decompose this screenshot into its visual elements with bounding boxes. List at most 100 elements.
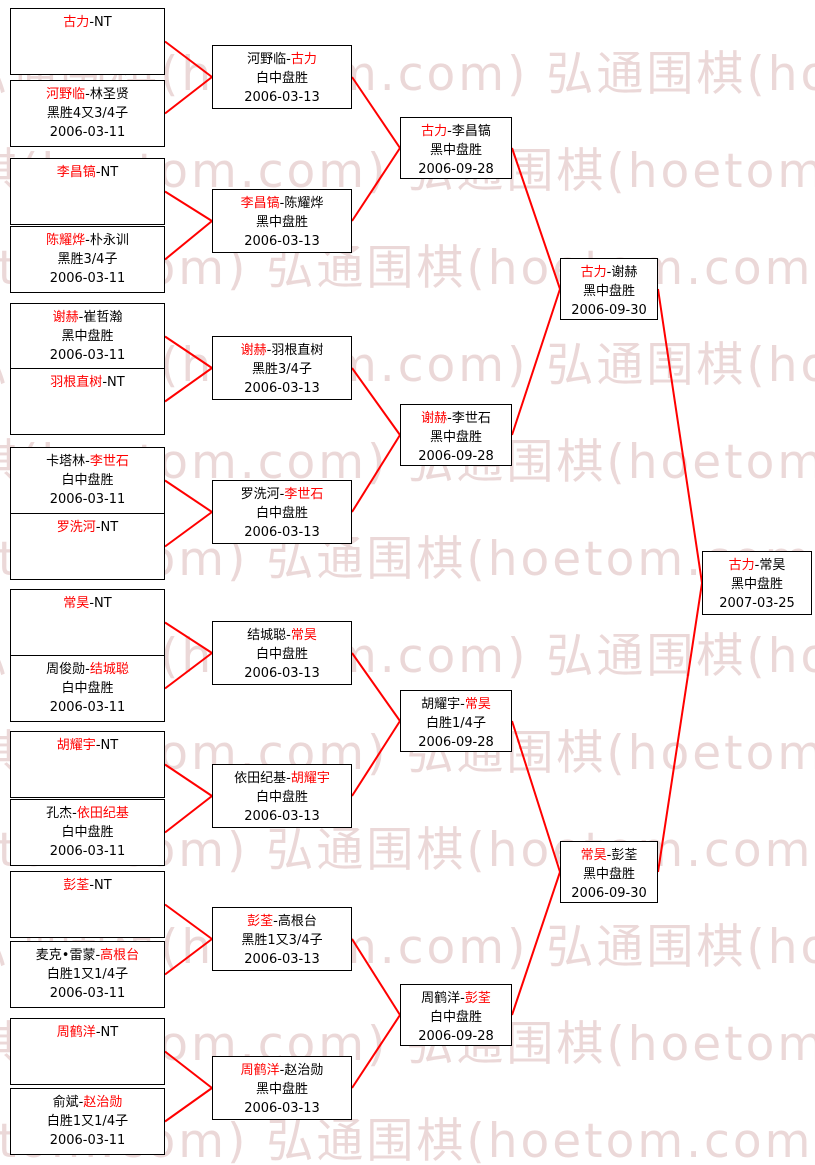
match-players: 卡塔林-李世石 [11,452,164,471]
match-result: 白中盘胜 [61,681,114,696]
match-date: 2006-03-13 [244,809,320,824]
player2-name: 古力 [290,52,317,67]
match-players: 结城聪-常昊 [213,626,351,645]
match-box: 谢赫-崔哲瀚 黑中盘胜 2006-03-11 [10,303,165,370]
match-players: 古力-谢赫 [561,263,657,282]
player2-name: 赵治勋 [284,1063,324,1078]
separator: - [460,697,465,712]
separator: - [85,233,90,248]
match-players: 常昊-NT [11,594,164,613]
match-box: 胡耀宇-NT [10,731,165,798]
match-date: 2006-09-28 [418,735,494,750]
player2-name: 林圣贤 [89,87,129,102]
player2-name: 依田纪基 [76,806,129,821]
match-players: 古力-NT [11,13,164,32]
connector-line [164,652,213,690]
connector-line [351,1014,401,1089]
match-players: 古力-常昊 [703,556,811,575]
match-players: 谢赫-羽根直树 [213,341,351,360]
separator: - [279,1063,285,1078]
match-players: 孔杰-依田纪基 [11,804,164,823]
match-date: 2006-03-13 [244,1101,320,1116]
player2-name: 高根台 [100,948,140,963]
player2-name: 陈耀烨 [284,196,324,211]
connector-line [351,434,401,513]
player2-name: 彭荃 [611,848,638,863]
player1-name: 结城聪 [247,628,287,643]
player2-name: 赵治勋 [83,1095,123,1110]
match-box: 羽根直树-NT [10,368,165,435]
match-date: 2006-03-11 [49,700,126,715]
connector-line [511,720,561,873]
separator: - [606,848,612,863]
match-date: 2006-03-13 [244,666,320,681]
connector-line [511,288,561,436]
match-players: 彭荃-NT [11,876,164,895]
player1-name: 谢赫 [52,310,79,325]
connector-line [164,1087,213,1123]
match-result: 白胜1/4子 [426,716,486,731]
match-box: 结城聪-常昊 白中盘胜 2006-03-13 [212,621,352,685]
match-result: 白中盘胜 [429,1010,482,1025]
separator: - [95,1025,101,1040]
connector-line [351,76,401,149]
match-result: 白胜1又1/4子 [46,967,129,982]
match-box: 依田纪基-胡耀宇 白中盘胜 2006-03-13 [212,764,352,828]
match-date: 2006-03-11 [49,271,126,286]
player1-name: 胡耀宇 [421,697,461,712]
match-players: 俞斌-赵治勋 [11,1093,164,1112]
separator: - [273,914,278,929]
match-players: 羽根直树-NT [11,373,164,392]
match-players: 周俊勋-结城聪 [11,660,164,679]
match-date: 2006-03-11 [49,125,126,140]
match-players: 胡耀宇-常昊 [401,695,511,714]
separator: - [286,771,291,786]
separator: - [286,628,291,643]
connector-line [164,367,213,403]
player2-name: NT [100,738,119,753]
separator: - [85,662,90,677]
player2-name: 李昌镐 [451,124,491,139]
match-box: 谢赫-李世石 黑中盘胜 2006-09-28 [400,404,512,466]
match-box: 常昊-彭荃 黑中盘胜 2006-09-30 [560,841,658,903]
separator: - [447,411,452,426]
match-players: 周鹤洋-彭荃 [401,989,511,1008]
separator: - [78,1095,84,1110]
player2-name: 李世石 [451,411,491,426]
player1-name: 周鹤洋 [421,991,461,1006]
match-box: 周俊勋-结城聪 白中盘胜 2006-03-11 [10,655,165,722]
match-date: 2006-09-28 [418,162,494,177]
match-box: 古力-常昊 黑中盘胜 2007-03-25 [702,551,812,615]
separator: - [89,15,95,30]
match-date: 2006-03-11 [49,492,126,507]
player1-name: 常昊 [580,848,607,863]
connector-line [657,288,703,584]
separator: - [754,558,760,573]
player2-name: 结城聪 [89,662,129,677]
separator: - [266,343,272,358]
match-result: 黑中盘胜 [429,430,482,445]
connector-line [164,903,213,940]
player1-name: 古力 [580,265,607,280]
match-players: 罗洗河-NT [11,518,164,537]
separator: - [95,165,101,180]
match-date: 2006-03-13 [244,381,320,396]
match-result: 黑胜4又3/4子 [46,106,129,121]
player1-name: 陈耀烨 [46,233,86,248]
match-result: 白中盘胜 [255,71,308,86]
separator: - [102,375,108,390]
match-players: 常昊-彭荃 [561,846,657,865]
connector-line [351,147,401,222]
match-box: 古力-谢赫 黑中盘胜 2006-09-30 [560,258,658,320]
player1-name: 周俊勋 [46,662,86,677]
player1-name: 周鹤洋 [56,1025,96,1040]
match-result: 黑中盘胜 [730,577,783,592]
match-date: 2007-03-25 [719,596,795,611]
player1-name: 古力 [728,558,755,573]
separator: - [95,520,101,535]
separator: - [606,265,612,280]
connector-line [164,190,213,222]
match-box: 周鹤洋-NT [10,1018,165,1085]
